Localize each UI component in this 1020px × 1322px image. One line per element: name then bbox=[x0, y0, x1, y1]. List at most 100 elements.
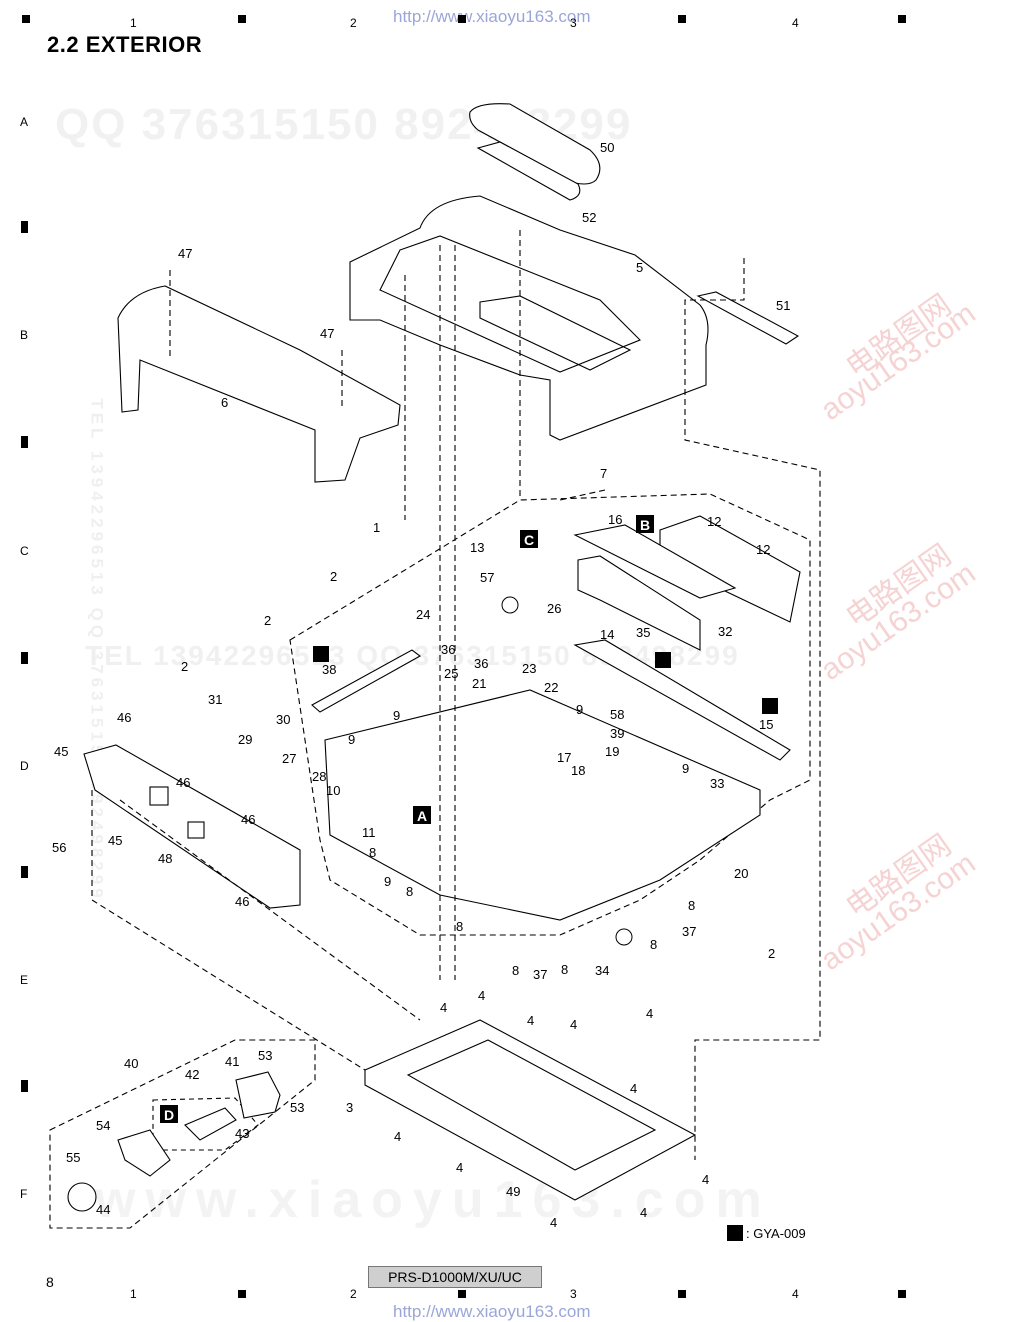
part-callout-33: 33 bbox=[710, 776, 724, 791]
part-callout-47: 47 bbox=[178, 246, 192, 261]
reference-code: : GYA-009 bbox=[746, 1225, 806, 1241]
part-callout-52: 52 bbox=[582, 210, 596, 225]
column-number: 3 bbox=[570, 1287, 577, 1301]
section-marker-c: C bbox=[520, 530, 538, 548]
part-callout-41: 41 bbox=[225, 1054, 239, 1069]
part-callout-8: 8 bbox=[406, 884, 413, 899]
page-title: 2.2 EXTERIOR bbox=[47, 32, 203, 57]
part-callout-2: 2 bbox=[264, 613, 271, 628]
part-callout-39: 39 bbox=[610, 726, 624, 741]
part-callout-4: 4 bbox=[478, 988, 485, 1003]
url-bottom[interactable]: http://www.xiaoyu163.com bbox=[393, 1302, 591, 1321]
row-letter: D bbox=[20, 759, 29, 773]
part-callout-47: 47 bbox=[320, 326, 334, 341]
part-callout-4: 4 bbox=[440, 1000, 447, 1015]
part-callout-20: 20 bbox=[734, 866, 748, 881]
part-callout-48: 48 bbox=[158, 851, 172, 866]
part-callout-46: 46 bbox=[241, 812, 255, 827]
part-callout-35: 35 bbox=[636, 625, 650, 640]
grid-marker bbox=[458, 15, 466, 23]
part-callout-4: 4 bbox=[527, 1013, 534, 1028]
part-callout-44: 44 bbox=[96, 1202, 110, 1217]
grid-marker bbox=[898, 1290, 906, 1298]
section-marker-b: B bbox=[636, 515, 654, 533]
grid-marker bbox=[21, 866, 28, 878]
part-callout-53: 53 bbox=[290, 1100, 304, 1115]
part-callout-50: 50 bbox=[600, 140, 614, 155]
part-callout-46: 46 bbox=[235, 894, 249, 909]
part-callout-4: 4 bbox=[646, 1006, 653, 1021]
column-number: 3 bbox=[570, 16, 577, 30]
part-callout-32: 32 bbox=[718, 624, 732, 639]
grid-marker bbox=[21, 652, 28, 664]
part-callout-9: 9 bbox=[393, 708, 400, 723]
part-callout-12: 12 bbox=[707, 514, 721, 529]
grid-marker bbox=[678, 1290, 686, 1298]
row-letter: F bbox=[20, 1187, 28, 1201]
caution-icon bbox=[762, 698, 778, 714]
grid-marker bbox=[898, 15, 906, 23]
page-number: 8 bbox=[46, 1274, 54, 1290]
part-callout-4: 4 bbox=[394, 1129, 401, 1144]
part-callout-56: 56 bbox=[52, 840, 66, 855]
part-callout-46: 46 bbox=[176, 775, 190, 790]
part-callout-4: 4 bbox=[570, 1017, 577, 1032]
section-letter: A bbox=[417, 808, 427, 824]
part-callout-46: 46 bbox=[117, 710, 131, 725]
part-callout-18: 18 bbox=[571, 763, 585, 778]
part-callout-53: 53 bbox=[258, 1048, 272, 1063]
part-callout-4: 4 bbox=[702, 1172, 709, 1187]
part-callout-10: 10 bbox=[326, 783, 340, 798]
part-callout-9: 9 bbox=[576, 702, 583, 717]
part-callout-45: 45 bbox=[54, 744, 68, 759]
watermark-footer-site: www.xiaoyu163.com bbox=[95, 1171, 772, 1229]
part-callout-4: 4 bbox=[640, 1205, 647, 1220]
part-callout-17: 17 bbox=[557, 750, 571, 765]
row-letter: B bbox=[20, 328, 29, 342]
column-number: 2 bbox=[350, 16, 357, 30]
grid-marker bbox=[21, 221, 28, 233]
url-top[interactable]: http://www.xiaoyu163.com bbox=[393, 7, 591, 26]
part-callout-54: 54 bbox=[96, 1118, 110, 1133]
part-callout-25: 25 bbox=[444, 666, 458, 681]
part-callout-8: 8 bbox=[650, 937, 657, 952]
part-callout-49: 49 bbox=[506, 1184, 520, 1199]
part-callout-12: 12 bbox=[756, 542, 770, 557]
part-callout-4: 4 bbox=[456, 1160, 463, 1175]
section-letter: D bbox=[164, 1107, 174, 1123]
row-letter: A bbox=[20, 115, 29, 129]
grid-marker bbox=[21, 1080, 28, 1092]
part-callout-22: 22 bbox=[544, 680, 558, 695]
part-callout-7: 7 bbox=[600, 466, 607, 481]
part-callout-30: 30 bbox=[276, 712, 290, 727]
part-callout-4: 4 bbox=[550, 1215, 557, 1230]
model-label: PRS-D1000M/XU/UC bbox=[368, 1266, 542, 1288]
part-callout-21: 21 bbox=[472, 676, 486, 691]
part-callout-29: 29 bbox=[238, 732, 252, 747]
part-callout-55: 55 bbox=[66, 1150, 80, 1165]
part-callout-42: 42 bbox=[185, 1067, 199, 1082]
section-letter: C bbox=[524, 532, 534, 548]
part-callout-34: 34 bbox=[595, 963, 609, 978]
part-callout-5: 5 bbox=[636, 260, 643, 275]
grid-marker bbox=[238, 1290, 246, 1298]
section-marker-a: A bbox=[413, 806, 431, 824]
part-callout-45: 45 bbox=[108, 833, 122, 848]
part-callout-24: 24 bbox=[416, 607, 430, 622]
row-letter: E bbox=[20, 973, 29, 987]
part-callout-8: 8 bbox=[369, 845, 376, 860]
part-callout-3: 3 bbox=[346, 1100, 353, 1115]
column-number: 2 bbox=[350, 1287, 357, 1301]
part-callout-2: 2 bbox=[330, 569, 337, 584]
grid-marker bbox=[458, 1290, 466, 1298]
part-callout-51: 51 bbox=[776, 298, 790, 313]
column-number: 4 bbox=[792, 16, 799, 30]
part-callout-31: 31 bbox=[208, 692, 222, 707]
part-callout-43: 43 bbox=[235, 1126, 249, 1141]
row-letter: C bbox=[20, 544, 29, 558]
column-number: 1 bbox=[130, 16, 137, 30]
part-callout-27: 27 bbox=[282, 751, 296, 766]
part-callout-6: 6 bbox=[221, 395, 228, 410]
section-marker-d: D bbox=[160, 1105, 178, 1123]
